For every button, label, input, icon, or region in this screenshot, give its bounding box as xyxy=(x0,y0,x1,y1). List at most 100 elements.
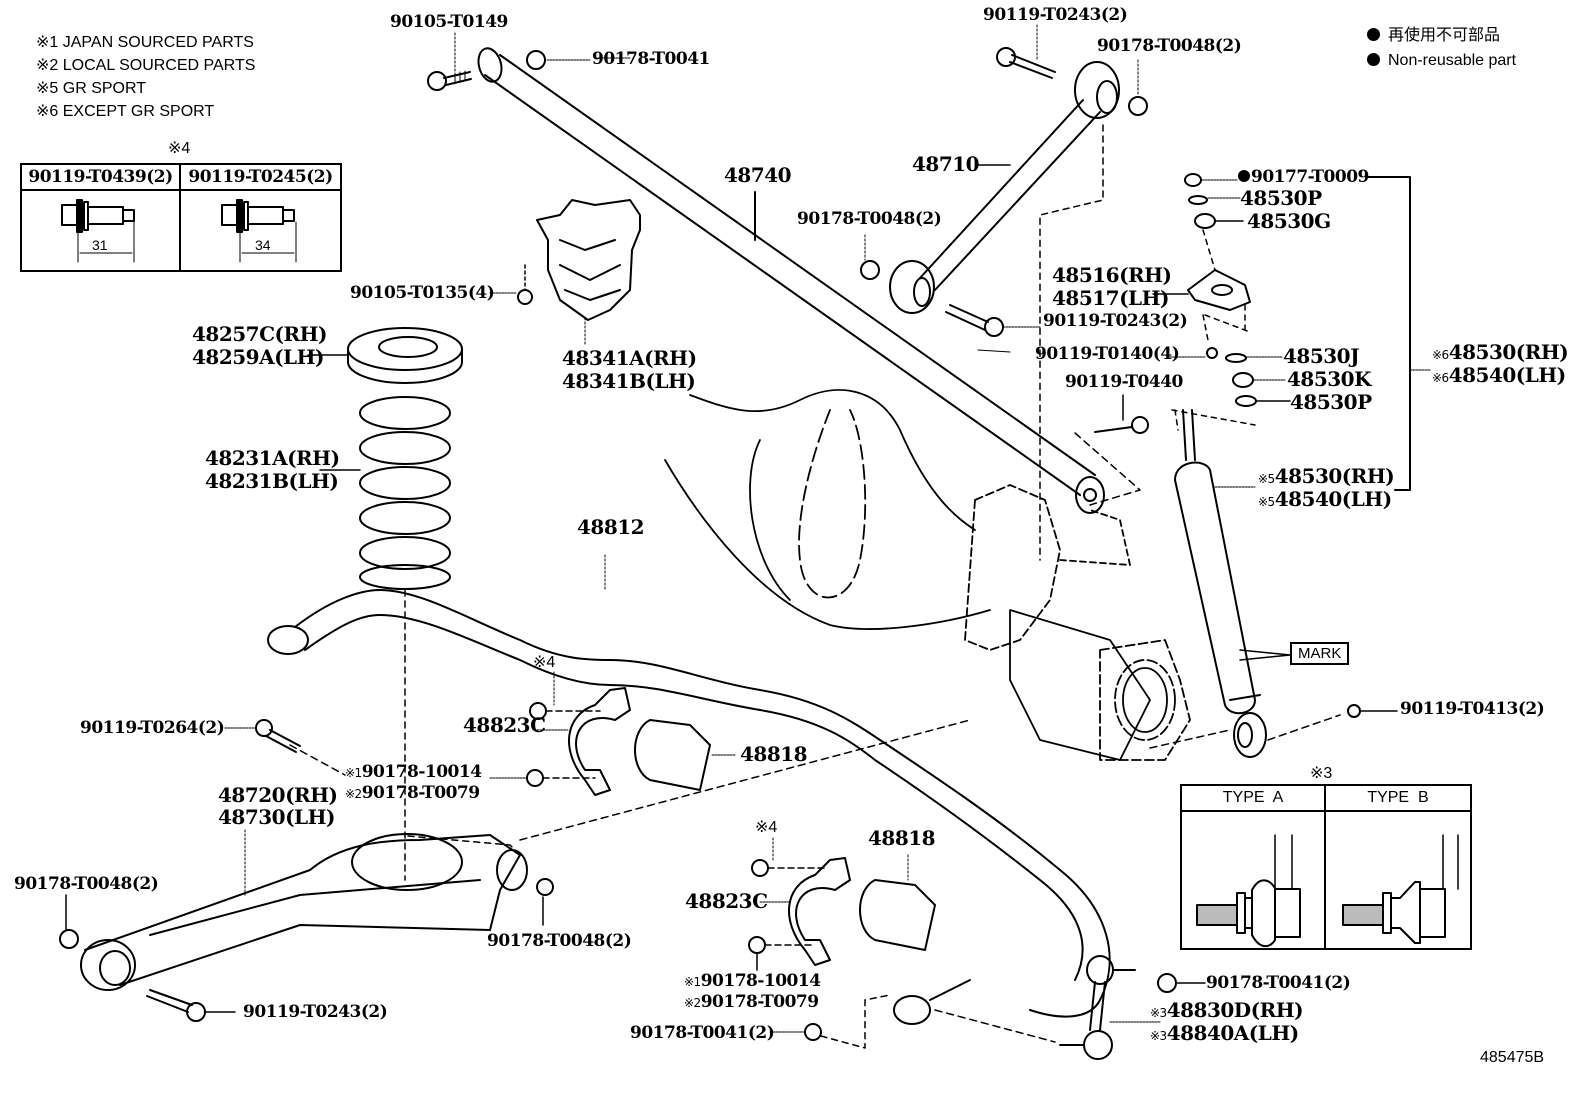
part-label-90177[interactable]: 90177-T0009 xyxy=(1238,166,1369,188)
part-label[interactable]: 90119-T0140(4) xyxy=(1035,344,1180,364)
part-label-90178-10014-lower[interactable]: ※190178-10014 xyxy=(684,970,821,993)
legend-jp: 再使用不可部品 xyxy=(1367,24,1500,47)
stabilizer-bracket-48823C-lower xyxy=(748,837,851,971)
note-mark: ※2 xyxy=(684,996,701,1010)
part-label[interactable]: 90105-T0135(4) xyxy=(350,283,495,303)
note-mark: ※6 xyxy=(36,103,63,120)
part-label[interactable]: 48740 xyxy=(724,163,792,187)
note-text: LOCAL SOURCED PARTS xyxy=(62,57,256,74)
part-label[interactable]: 90119-T0243(2) xyxy=(243,1002,388,1022)
part-label[interactable]: 90119-T0264(2) xyxy=(80,718,225,738)
table4-col-1: 90119-T0439(2) 31 xyxy=(22,165,181,270)
part-label[interactable]: 90119-T0440 xyxy=(1065,372,1183,392)
part-number: 48840A(LH) xyxy=(1166,1021,1299,1045)
part-label[interactable]: 48812 xyxy=(577,515,645,539)
table3-col-b: TYPE B xyxy=(1326,786,1470,948)
part-label[interactable]: 90119-T0413(2) xyxy=(1400,699,1545,719)
bolt-icon xyxy=(1094,394,1149,434)
part-label[interactable]: 90119-T0243(2) xyxy=(983,5,1128,25)
part-label-90178-T0079[interactable]: ※290178-T0079 xyxy=(345,782,480,805)
part-label[interactable]: 48341A(RH) xyxy=(562,346,697,370)
part-number: 48530(RH) xyxy=(1274,464,1395,488)
part-label[interactable]: 48730(LH) xyxy=(218,805,335,829)
nut-icon xyxy=(769,994,891,1049)
leader-line xyxy=(1074,432,1141,506)
nut-icon xyxy=(860,234,880,280)
part-label[interactable]: 48530J xyxy=(1283,344,1360,368)
part-label-48540-5[interactable]: ※548540(LH) xyxy=(1258,488,1392,514)
part-label-48840A[interactable]: ※348840A(LH) xyxy=(1150,1022,1299,1048)
part-label[interactable]: 48823C xyxy=(463,713,546,737)
lower-arm-48720 xyxy=(80,744,528,991)
diagram-code: 485475B xyxy=(1480,1049,1545,1066)
nut-icon xyxy=(526,50,591,70)
note-5: ※5 GR SPORT xyxy=(36,77,146,100)
part-label[interactable]: 48259A(LH) xyxy=(192,345,324,369)
part-label-90178-10014[interactable]: ※190178-10014 xyxy=(345,761,482,784)
part-label[interactable]: 48517(LH) xyxy=(1052,286,1169,310)
part-label[interactable]: 90119-T0243(2) xyxy=(1043,311,1188,331)
part-label[interactable]: 48818 xyxy=(740,742,808,766)
part-label[interactable]: 48231B(LH) xyxy=(205,469,339,493)
part-label[interactable]: 90105-T0149 xyxy=(390,12,508,32)
part-label[interactable]: 48710 xyxy=(912,152,980,176)
part-label[interactable]: 48530P xyxy=(1240,186,1322,210)
part-label[interactable]: 48823C xyxy=(685,889,768,913)
part-label-48540-6[interactable]: ※648540(LH) xyxy=(1432,364,1566,390)
note-6: ※6 EXCEPT GR SPORT xyxy=(36,100,214,123)
bolt-icon xyxy=(996,24,1056,79)
part-label[interactable]: 48530P xyxy=(1290,390,1372,414)
spring-seat-48257 xyxy=(307,327,463,384)
part-label[interactable]: 90178-T0048(2) xyxy=(1097,36,1242,56)
part-number: 90177-T0009 xyxy=(1251,167,1369,187)
part-label[interactable]: 48530G xyxy=(1247,209,1331,233)
note-mark: ※1 xyxy=(684,975,701,989)
coil-spring-48231 xyxy=(319,396,451,881)
part-number: 48530(RH) xyxy=(1448,340,1569,364)
part-label[interactable]: 48720(RH) xyxy=(218,783,338,807)
part-number: 48540(LH) xyxy=(1448,363,1566,387)
ball-joint-type-b-icon xyxy=(1342,834,1459,944)
part-label[interactable]: 90178-T0048(2) xyxy=(14,874,159,894)
nut-icon xyxy=(1157,973,1206,993)
part-label[interactable]: 90178-T0041(2) xyxy=(1206,973,1351,993)
table4-dimension: 31 xyxy=(92,237,108,253)
nut-icon xyxy=(59,894,79,949)
part-label[interactable]: 90178-T0041(2) xyxy=(630,1023,775,1043)
ball-joint-type-a-icon xyxy=(1196,834,1301,948)
part-label[interactable]: 48530K xyxy=(1287,367,1371,391)
note-mark: ※4 xyxy=(533,654,556,671)
nut-icon xyxy=(1128,59,1148,116)
part-label-90178-T0079-lower[interactable]: ※290178-T0079 xyxy=(684,991,819,1014)
lateral-rod-48740 xyxy=(477,47,1105,514)
part-label[interactable]: 48257C(RH) xyxy=(192,322,327,346)
part-label[interactable]: 48516(RH) xyxy=(1052,263,1172,287)
part-label-48830D[interactable]: ※348830D(RH) xyxy=(1150,999,1304,1025)
part-label[interactable]: 90178-T0048(2) xyxy=(487,931,632,951)
type-a-label: TYPE A xyxy=(1182,786,1324,812)
bolt-detail-icon xyxy=(221,199,297,263)
part-label[interactable]: 90178-T0048(2) xyxy=(797,209,942,229)
part-label-48530-6[interactable]: ※648530(RH) xyxy=(1432,340,1569,367)
part-label[interactable]: 90178-T0041 xyxy=(592,49,710,69)
non-reusable-dot-icon xyxy=(1367,53,1380,66)
leader-line xyxy=(977,349,1011,353)
bolt-icon xyxy=(489,264,533,305)
stabilizer-bushing-48818-upper xyxy=(634,719,736,791)
part-number: 90178-10014 xyxy=(700,971,821,991)
mark-callout: MARK xyxy=(1290,642,1350,665)
group-bracket xyxy=(1365,176,1431,491)
part-label-48530-5[interactable]: ※548530(RH) xyxy=(1258,464,1395,491)
bolt-icon xyxy=(427,32,472,91)
note-text: JAPAN SOURCED PARTS xyxy=(62,34,254,51)
part-label[interactable]: 48818 xyxy=(868,826,936,850)
table3-col-a: TYPE A xyxy=(1182,786,1326,948)
part-label[interactable]: 48231A(RH) xyxy=(205,446,340,470)
note-1: ※1 JAPAN SOURCED PARTS xyxy=(36,31,254,54)
part-label[interactable]: 48341B(LH) xyxy=(562,369,696,393)
part-number: 90178-10014 xyxy=(361,762,482,782)
note-mark: ※2 xyxy=(36,57,63,74)
axle-beam-outline xyxy=(664,389,991,630)
